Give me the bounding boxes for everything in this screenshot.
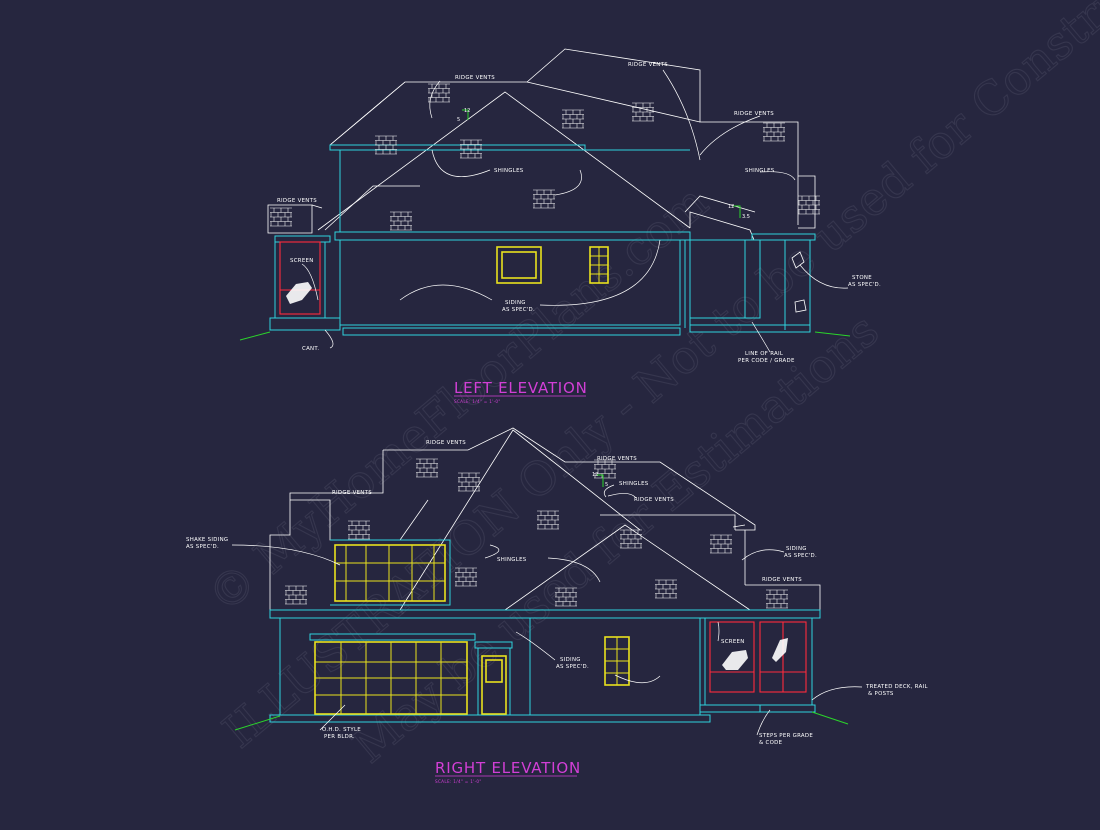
right-elevation: 12 5 RIDGE VENTS RIDGE VENTS RIDGE VENTS… bbox=[186, 427, 928, 784]
watermark: © MyHomeFloorPlans.com ILLUSTRATION Only… bbox=[197, 0, 1100, 774]
right-label-shake-1: SHAKE SIDING bbox=[186, 537, 228, 543]
left-label-rail-1: LINE OF RAIL bbox=[745, 351, 783, 357]
left-pitch-run-a: 5 bbox=[457, 117, 460, 123]
right-roof-outline bbox=[269, 450, 384, 610]
right-label-screen: SCREEN bbox=[721, 639, 745, 645]
left-label-siding-2: AS SPEC'D. bbox=[502, 307, 535, 313]
left-label-screen: SCREEN bbox=[290, 258, 314, 264]
right-label-ridge-vents-2: RIDGE VENTS bbox=[597, 456, 637, 462]
left-label-siding-1: SIDING bbox=[505, 300, 526, 306]
right-label-ridge-vents-3: RIDGE VENTS bbox=[332, 490, 372, 496]
left-label-stone-1: STONE bbox=[852, 275, 872, 281]
right-label-steps-2: & CODE bbox=[759, 740, 783, 746]
left-walls bbox=[329, 144, 586, 151]
right-elevation-scale: SCALE: 1/4" = 1'-0" bbox=[435, 779, 482, 784]
right-label-shake-2: AS SPEC'D. bbox=[186, 544, 219, 550]
right-screen-porch bbox=[709, 621, 755, 693]
right-label-ridge-vents-5: RIDGE VENTS bbox=[762, 577, 802, 583]
left-pitch-run-b: 3.5 bbox=[742, 214, 750, 220]
left-label-ridge-vents-1: RIDGE VENTS bbox=[455, 75, 495, 81]
right-label-deck-2: & POSTS bbox=[868, 691, 894, 697]
left-label-shingles-1: SHINGLES bbox=[494, 168, 524, 174]
left-roof-outline bbox=[329, 48, 799, 225]
right-label-ohd-1: O.H.D. STYLE bbox=[322, 727, 361, 733]
left-label-ridge-vents-3: RIDGE VENTS bbox=[734, 111, 774, 117]
left-screen-porch bbox=[279, 241, 321, 315]
left-large-window bbox=[496, 246, 542, 284]
left-label-ridge-vents-2: RIDGE VENTS bbox=[628, 62, 668, 68]
left-pitch-rise-a: 12 bbox=[464, 108, 470, 114]
left-pitch-rise-b: 12 bbox=[728, 204, 734, 210]
right-label-siding-a2: AS SPEC'D. bbox=[784, 553, 817, 559]
right-label-siding-a1: SIDING bbox=[786, 546, 807, 552]
right-label-siding-b2: AS SPEC'D. bbox=[556, 664, 589, 670]
right-dormer-window bbox=[334, 544, 446, 602]
watermark-line-2: ILLUSTRATION Only - Not to be used for C… bbox=[212, 0, 1100, 758]
right-label-siding-b1: SIDING bbox=[560, 657, 581, 663]
right-label-shingles-1: SHINGLES bbox=[619, 481, 649, 487]
right-label-shingles-2: SHINGLES bbox=[497, 557, 527, 563]
left-label-stone-2: AS SPEC'D. bbox=[848, 282, 881, 288]
right-label-ridge-vents-4: RIDGE VENTS bbox=[634, 497, 674, 503]
right-elevation-title: RIGHT ELEVATION bbox=[435, 759, 581, 777]
right-pitch-run: 5 bbox=[605, 482, 608, 488]
right-label-ohd-2: PER BLDR. bbox=[324, 734, 355, 740]
left-label-ridge-vents-4: RIDGE VENTS bbox=[277, 198, 317, 204]
left-label-rail-2: PER CODE / GRADE bbox=[738, 358, 795, 364]
left-elevation-scale: SCALE: 1/4" = 1'-0" bbox=[454, 399, 501, 404]
right-pitch-rise: 12 bbox=[592, 472, 598, 478]
right-label-ridge-vents-1: RIDGE VENTS bbox=[426, 440, 466, 446]
right-label-steps-1: STEPS PER GRADE bbox=[759, 733, 813, 739]
left-label-shingles-2: SHINGLES bbox=[745, 168, 775, 174]
left-elevation: 12 5 12 3.5 RIDGE VENTS RIDGE VENTS RIDG… bbox=[239, 48, 881, 404]
right-label-deck-1: TREATED DECK, RAIL bbox=[865, 684, 928, 690]
left-label-cant: CANT. bbox=[302, 346, 319, 352]
left-elevation-title: LEFT ELEVATION bbox=[454, 379, 588, 397]
right-entry-door bbox=[481, 655, 507, 715]
